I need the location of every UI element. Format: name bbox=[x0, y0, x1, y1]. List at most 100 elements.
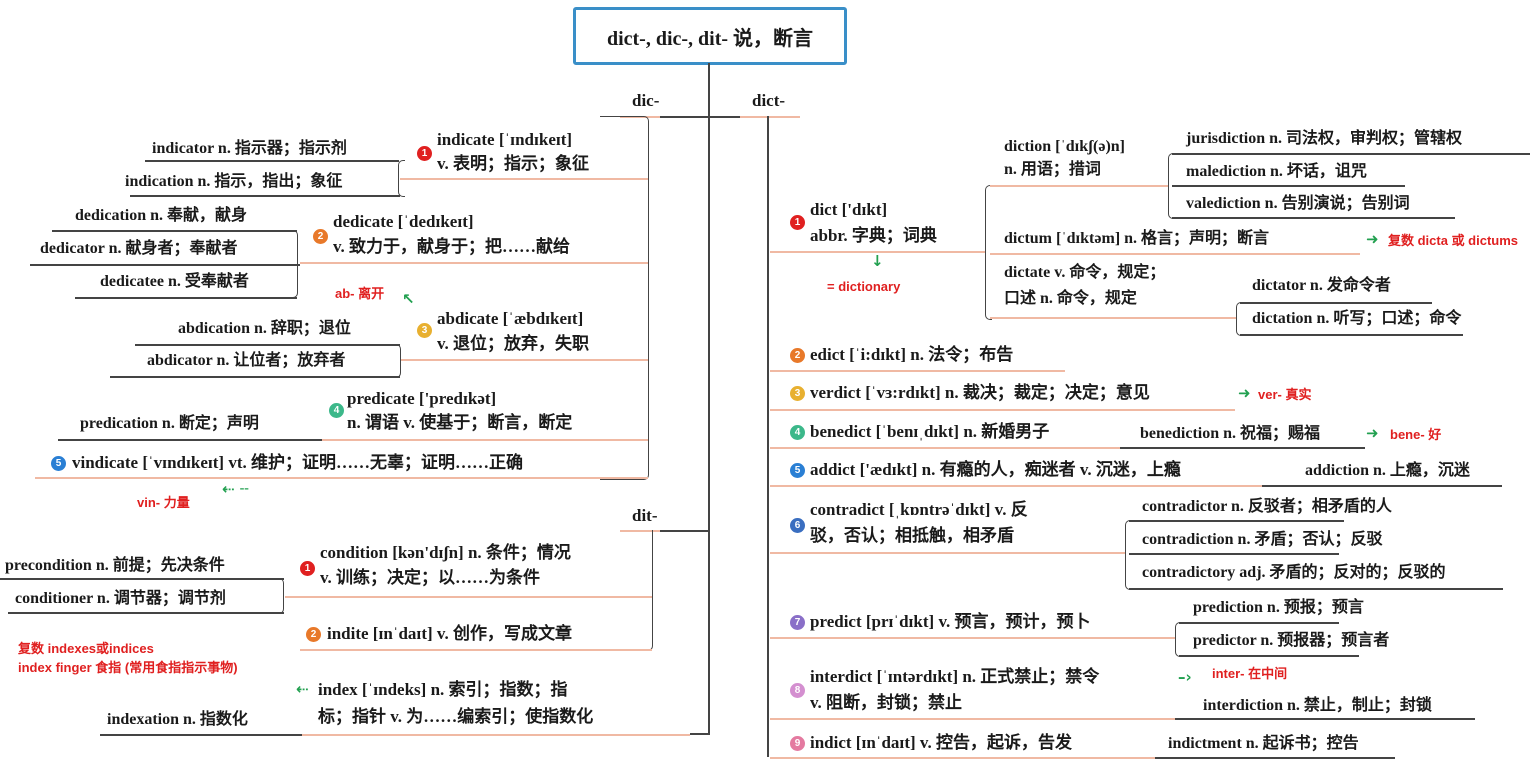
underline bbox=[300, 649, 652, 651]
node-diction-def: n. 用语；措词 bbox=[1004, 161, 1101, 178]
child-dictation: dictation n. 听写；口述；命令 bbox=[1252, 310, 1462, 327]
underline bbox=[300, 262, 648, 264]
bracket bbox=[1168, 153, 1175, 219]
node-dictum: dictum [ˈdɪktəm] n. 格言；声明；断言 bbox=[1004, 230, 1270, 247]
underline bbox=[135, 344, 400, 346]
child-jurisdiction: jurisdiction n. 司法权，审判权；管辖权 bbox=[1186, 130, 1463, 147]
trunk-line bbox=[708, 63, 710, 735]
dict-connector bbox=[708, 116, 768, 118]
node-addict: addict ['ædɪkt] n. 有瘾的人，痴迷者 v. 沉迷，上瘾 bbox=[810, 460, 1181, 479]
underline bbox=[990, 253, 1360, 255]
node-condition-def: v. 训练；决定；以……为条件 bbox=[320, 568, 541, 587]
underline bbox=[1172, 153, 1530, 155]
node-predict: predict [prɪˈdɪkt] v. 预言，预计，预卜 bbox=[810, 612, 1091, 631]
node-index-def: 标；指针 v. 为……编索引；使指数化 bbox=[318, 707, 594, 726]
dit-underline bbox=[620, 530, 660, 532]
underline bbox=[320, 439, 648, 441]
child-predication: predication n. 断定；声明 bbox=[80, 415, 259, 432]
underline bbox=[1179, 655, 1359, 657]
underline bbox=[770, 485, 1262, 487]
badge-5: 5 bbox=[51, 456, 66, 471]
underline bbox=[770, 447, 1120, 449]
underline bbox=[58, 439, 322, 441]
child-dedicatee: dedicatee n. 受奉献者 bbox=[100, 273, 249, 290]
underline bbox=[1240, 302, 1432, 304]
node-indicate: indicate [ˈɪndɪkeɪt] bbox=[437, 130, 573, 149]
dict-label: dict- bbox=[752, 91, 786, 110]
node-predicate: predicate ['predɪkət] bbox=[347, 389, 497, 408]
underline bbox=[1120, 447, 1365, 449]
arrow-right-icon: ➜ bbox=[1238, 384, 1251, 402]
note-ver: ver- 真实 bbox=[1258, 387, 1312, 402]
badge-3: 3 bbox=[790, 386, 805, 401]
underline bbox=[110, 376, 400, 378]
underline bbox=[770, 552, 1125, 554]
node-indicate-def: v. 表明；指示；象征 bbox=[437, 154, 590, 173]
underline bbox=[1172, 185, 1405, 187]
node-dictate-def: 口述 n. 命令，规定 bbox=[1004, 290, 1137, 307]
badge-5: 5 bbox=[790, 463, 805, 478]
note-dictionary: = dictionary bbox=[827, 279, 901, 294]
badge-2: 2 bbox=[313, 229, 328, 244]
bracket bbox=[270, 578, 284, 614]
child-valediction: valediction n. 告别演说；告别词 bbox=[1186, 195, 1410, 212]
underline bbox=[990, 185, 1168, 187]
underline bbox=[770, 718, 1175, 720]
underline bbox=[1172, 217, 1455, 219]
dict-branch-line bbox=[767, 116, 769, 757]
node-dictate: dictate v. 命令，规定； bbox=[1004, 264, 1166, 281]
dit-connector bbox=[690, 733, 710, 735]
underline bbox=[8, 612, 284, 614]
bracket bbox=[396, 344, 401, 378]
underline bbox=[770, 409, 1235, 411]
dit-connector bbox=[660, 530, 710, 532]
node-dedicate-def: v. 致力于，献身于；把……献给 bbox=[333, 237, 571, 256]
dic-underline bbox=[620, 116, 660, 118]
underline bbox=[990, 317, 1236, 319]
dit-label: dit- bbox=[632, 506, 658, 525]
underline bbox=[770, 637, 1175, 639]
child-interdiction: interdiction n. 禁止，制止；封锁 bbox=[1203, 697, 1432, 714]
underline bbox=[770, 757, 1155, 759]
underline bbox=[400, 359, 648, 361]
dit-branch-bracket bbox=[620, 530, 653, 651]
bracket bbox=[1125, 520, 1132, 590]
dic-label: dic- bbox=[632, 91, 660, 110]
arrow-right-icon: ➜ bbox=[1366, 230, 1379, 248]
underline bbox=[30, 264, 300, 266]
note-index-plural: 复数 indexes或indices bbox=[18, 641, 154, 656]
node-indite: indite [ɪnˈdaɪt] v. 创作，写成文章 bbox=[327, 624, 572, 643]
badge-4: 4 bbox=[329, 403, 344, 418]
child-dedication: dedication n. 奉献，献身 bbox=[75, 207, 248, 224]
node-edict: edict [ˈi:dɪkt] n. 法令；布告 bbox=[810, 345, 1014, 364]
note-index-finger: index finger 食指 (常用食指指示事物) bbox=[18, 660, 238, 675]
underline bbox=[400, 178, 648, 180]
badge-6: 6 bbox=[790, 518, 805, 533]
bracket bbox=[985, 185, 992, 320]
child-contradictory: contradictory adj. 矛盾的；反对的；反驳的 bbox=[1142, 564, 1446, 581]
badge-2: 2 bbox=[306, 627, 321, 642]
note-vin: vin- 力量 bbox=[137, 495, 190, 510]
node-diction: diction [ˈdɪkʃ(ə)n] bbox=[1004, 138, 1125, 155]
underline bbox=[35, 477, 648, 479]
child-contradictor: contradictor n. 反驳者；相矛盾的人 bbox=[1142, 498, 1392, 515]
node-dict: dict ['dɪkt] bbox=[810, 200, 888, 219]
bracket bbox=[1175, 622, 1182, 657]
node-predicate-def: n. 谓语 v. 使基于；断言，断定 bbox=[347, 413, 573, 432]
note-inter: inter- 在中间 bbox=[1212, 666, 1288, 681]
child-benediction: benediction n. 祝福；赐福 bbox=[1140, 425, 1321, 442]
node-dict-def: abbr. 字典；词典 bbox=[810, 226, 937, 245]
node-verdict: verdict [ˈvɜ:rdɪkt] n. 裁决；裁定；决定；意见 bbox=[810, 383, 1150, 402]
bracket bbox=[398, 160, 405, 197]
underline bbox=[0, 578, 284, 580]
underline bbox=[1129, 588, 1503, 590]
dashed-arrow-right-icon: –› bbox=[1178, 668, 1192, 686]
underline bbox=[1155, 757, 1395, 759]
child-addiction: addiction n. 上瘾，沉迷 bbox=[1305, 462, 1470, 479]
arrow-right-icon: ➜ bbox=[1366, 424, 1379, 442]
dict-underline bbox=[740, 116, 800, 118]
node-abdicate-def: v. 退位；放弃，失职 bbox=[437, 334, 590, 353]
underline bbox=[770, 251, 985, 253]
child-dictator: dictator n. 发命令者 bbox=[1252, 277, 1391, 294]
node-abdicate: abdicate [ˈæbdɪkeɪt] bbox=[437, 309, 584, 328]
